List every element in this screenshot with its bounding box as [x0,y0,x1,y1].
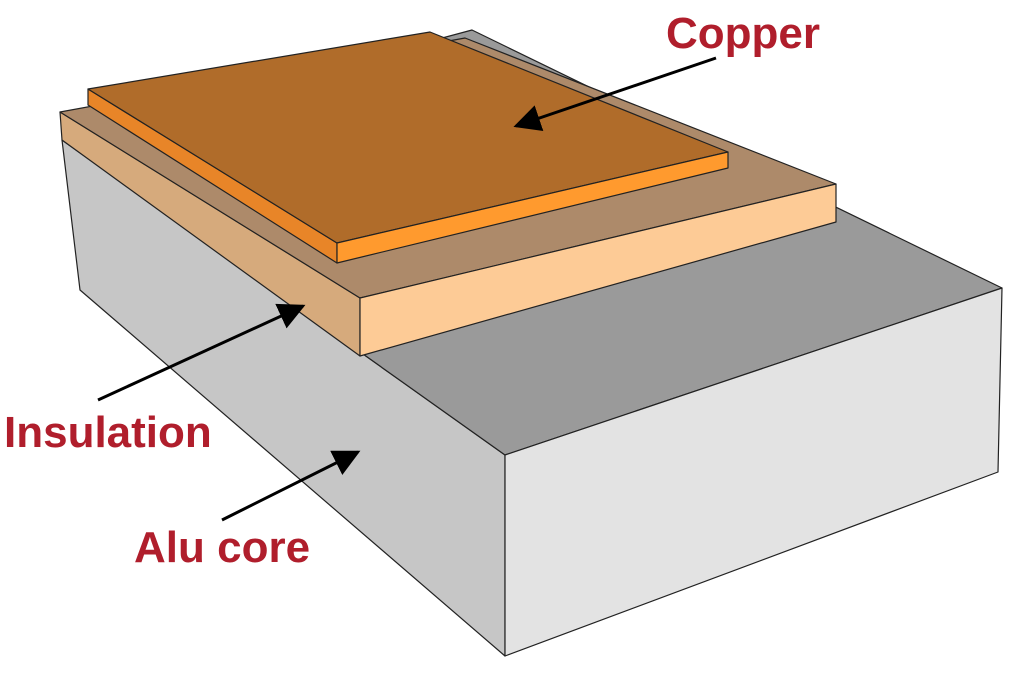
insulation-label: Insulation [4,408,212,457]
insulation-front-face [359,183,837,357]
insulation-pointer-arrow [97,303,306,402]
copper-pointer-arrow [513,56,717,131]
alu-core-pointer-arrow [221,450,361,522]
copper-layer [87,31,729,264]
copper-label: Copper [666,9,820,58]
copper-front-face [336,151,729,264]
alu-core-front-face [504,287,1003,657]
alu-core-label: Alu core [134,523,310,572]
